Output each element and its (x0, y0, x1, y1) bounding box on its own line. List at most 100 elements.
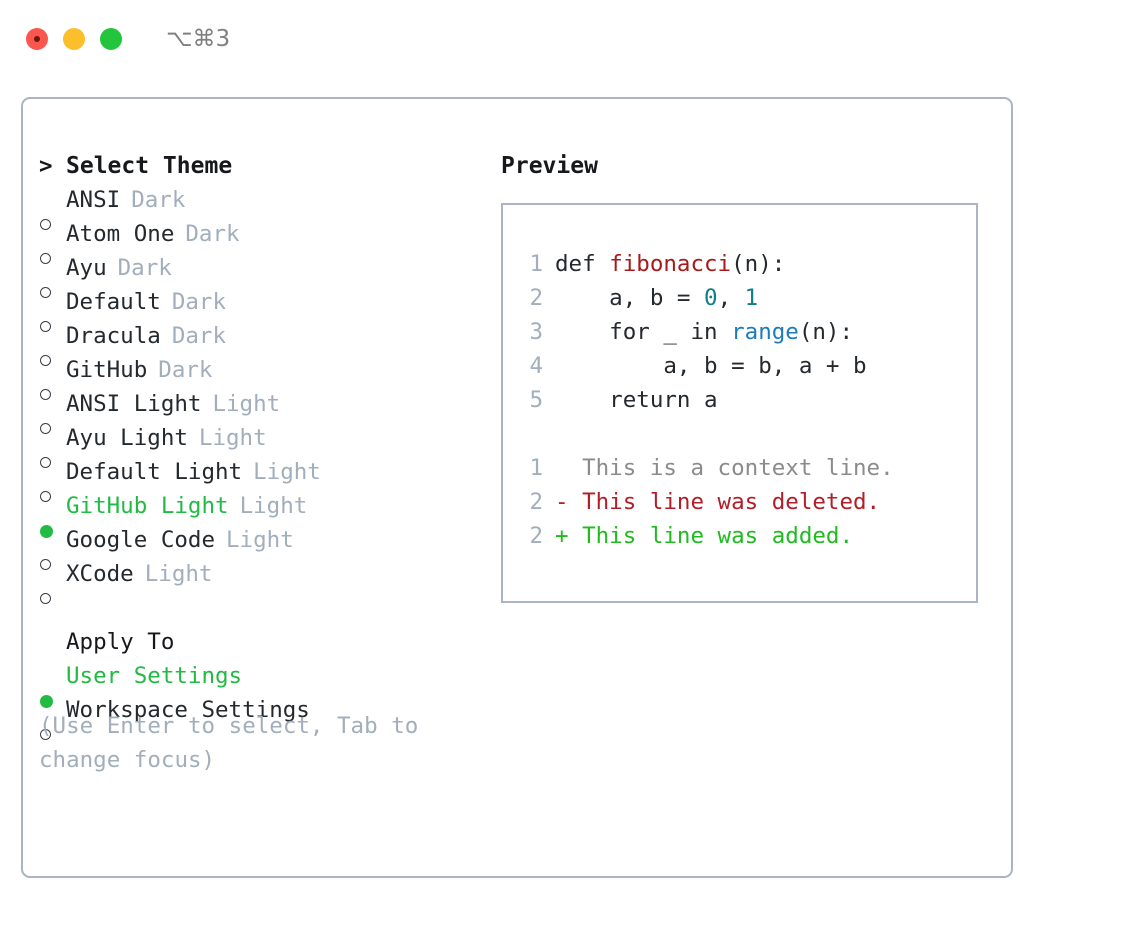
code-line: 3 for _ in range(n): (517, 315, 976, 349)
theme-kind: Dark (171, 289, 227, 315)
code-token: return a (555, 387, 718, 413)
theme-list-item[interactable]: GitHub Dark (39, 353, 479, 400)
diff-sample: 1 This is a context line. 2 - This line wa… (517, 451, 976, 553)
window-controls (26, 28, 122, 50)
theme-name: Default (66, 289, 161, 315)
theme-list-item[interactable]: Atom One Dark (39, 217, 479, 264)
theme-name: GitHub (66, 357, 148, 383)
code-token: fibonacci (609, 251, 732, 277)
code-token: 1 (744, 285, 759, 311)
code-token: , (717, 285, 745, 311)
theme-kind: Dark (117, 255, 172, 281)
code-line-text: for _ in range(n): (555, 315, 853, 349)
code-token: def (555, 251, 610, 277)
theme-name: Atom One (66, 221, 175, 247)
theme-name: ANSI Light (66, 391, 202, 417)
theme-name: GitHub Light (66, 493, 229, 519)
close-button[interactable] (26, 28, 48, 50)
theme-list-item[interactable]: Ayu Dark (39, 251, 479, 298)
code-diff-spacer (517, 417, 976, 451)
theme-kind: Light (253, 459, 321, 485)
minimize-button[interactable] (63, 28, 85, 50)
theme-kind: Dark (171, 323, 227, 349)
diff-line-number: 1 (529, 455, 543, 481)
line-number: 3 (529, 319, 543, 345)
diff-line-text: - This line was deleted. (555, 489, 881, 515)
code-line-text: a, b = b, a + b (555, 349, 867, 383)
help-text: (Use Enter to select, Tab to change focu… (39, 713, 432, 773)
theme-list-item[interactable]: Dracula Dark (39, 319, 479, 366)
code-line: 1 def fibonacci(n): (517, 247, 976, 281)
theme-kind: Light (198, 425, 267, 451)
theme-kind: Light (226, 527, 294, 553)
apply-to-heading: Apply To (39, 625, 479, 659)
line-number: 1 (529, 251, 543, 277)
theme-name: XCode (66, 561, 134, 587)
theme-kind: Dark (158, 357, 213, 383)
apply-to-option-label: Workspace Settings (66, 697, 310, 723)
select-theme-heading: > Select Theme (39, 149, 479, 183)
theme-list-item[interactable]: ANSI Dark (39, 183, 479, 230)
theme-kind: Light (144, 561, 213, 587)
theme-list-item[interactable]: GitHub Light Light (39, 489, 479, 538)
theme-kind: Dark (185, 221, 240, 247)
preview-title: Preview (501, 153, 598, 179)
theme-name: Dracula (66, 323, 161, 349)
code-line-text: return a (555, 383, 718, 417)
zoom-button[interactable] (100, 28, 122, 50)
theme-list-item[interactable]: Ayu Light Light (39, 421, 479, 468)
apply-to-option-label: User Settings (66, 663, 243, 689)
code-token: for _ in (555, 319, 732, 345)
code-token: a, b = b, a + b (555, 353, 867, 379)
code-line: 5 return a (517, 383, 976, 417)
theme-kind: Dark (131, 187, 186, 213)
line-number: 2 (529, 285, 543, 311)
keyboard-shortcut-label: ⌥⌘3 (166, 26, 231, 52)
code-line-text: a, b = 0, 1 (555, 281, 758, 315)
code-line-text: def fibonacci(n): (555, 247, 785, 281)
apply-to-heading-label: Apply To (66, 629, 175, 655)
titlebar: ⌥⌘3 (0, 0, 1140, 78)
apply-to-option[interactable]: Workspace Settings (39, 693, 479, 740)
apply-to-option[interactable]: User Settings (39, 659, 479, 708)
diff-line-text: + This line was added. (555, 523, 854, 549)
list-spacer (39, 591, 479, 625)
line-number: 5 (529, 387, 543, 413)
theme-kind: Light (212, 391, 281, 417)
diff-line: 2 + This line was added. (517, 519, 976, 553)
theme-list-item[interactable]: XCode Light (39, 557, 479, 604)
diff-line-number: 2 (529, 523, 543, 549)
select-theme-heading-label: Select Theme (66, 153, 233, 179)
code-line: 4 a, b = b, a + b (517, 349, 976, 383)
theme-list-item[interactable]: Default Dark (39, 285, 479, 332)
theme-name: Ayu Light (66, 425, 188, 451)
caret-icon: > (39, 153, 53, 179)
diff-line-text: This is a context line. (555, 455, 894, 481)
theme-list-item[interactable]: Google Code Light (39, 523, 479, 570)
theme-name: Ayu (66, 255, 107, 281)
diff-line: 2 - This line was deleted. (517, 485, 976, 519)
theme-list-item[interactable]: ANSI Light Light (39, 387, 479, 434)
line-number: 4 (529, 353, 543, 379)
code-token: 0 (704, 285, 718, 311)
code-token: a, b = (555, 285, 705, 311)
diff-line-number: 2 (529, 489, 543, 515)
theme-name: Google Code (66, 527, 216, 553)
code-token: (n): (798, 319, 854, 345)
theme-kind: Light (239, 493, 308, 519)
code-token: range (731, 319, 799, 345)
theme-list-item[interactable]: Default Light Light (39, 455, 479, 502)
theme-name: ANSI (66, 187, 121, 213)
theme-name: Default Light (66, 459, 243, 485)
code-token: (n): (731, 251, 786, 277)
